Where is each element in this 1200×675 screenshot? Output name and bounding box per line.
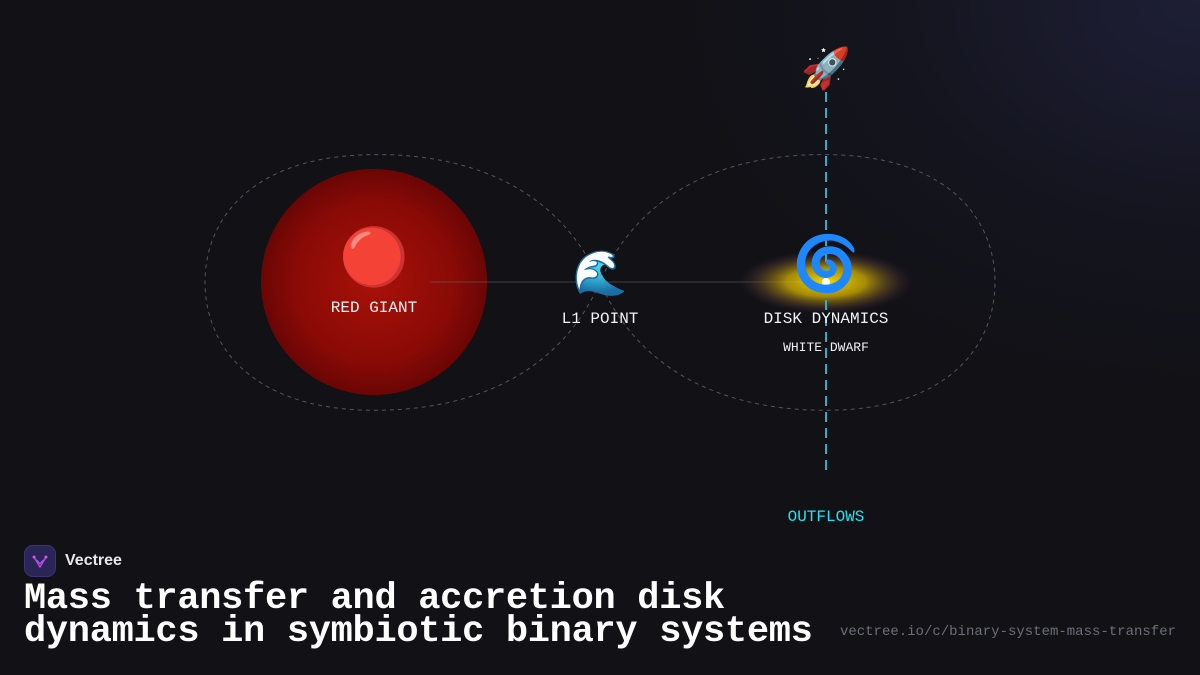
brand: Vectree: [24, 544, 122, 578]
brand-name: Vectree: [65, 552, 122, 569]
white-dwarf-label: WHITE DWARF: [783, 340, 869, 355]
red-giant-star: [261, 169, 487, 395]
disk-dynamics-label: DISK DYNAMICS: [764, 310, 889, 328]
outflows-label: OUTFLOWS: [788, 508, 865, 526]
red-giant-label: RED GIANT: [331, 299, 417, 317]
l1-point-label: L1 POINT: [562, 310, 639, 328]
source-url[interactable]: vectree.io/c/binary-system-mass-transfer: [839, 624, 1176, 640]
page-title: Mass transfer and accretion disk dynamic…: [24, 578, 813, 653]
white-dwarf-star: [822, 278, 830, 286]
vectree-logo-icon: [24, 545, 56, 577]
red-circle-icon: 🔴: [339, 225, 409, 290]
wave-icon: 🌊: [573, 248, 628, 299]
rocket-icon: 🚀: [801, 45, 851, 92]
cyclone-icon: 🌀: [792, 231, 859, 295]
